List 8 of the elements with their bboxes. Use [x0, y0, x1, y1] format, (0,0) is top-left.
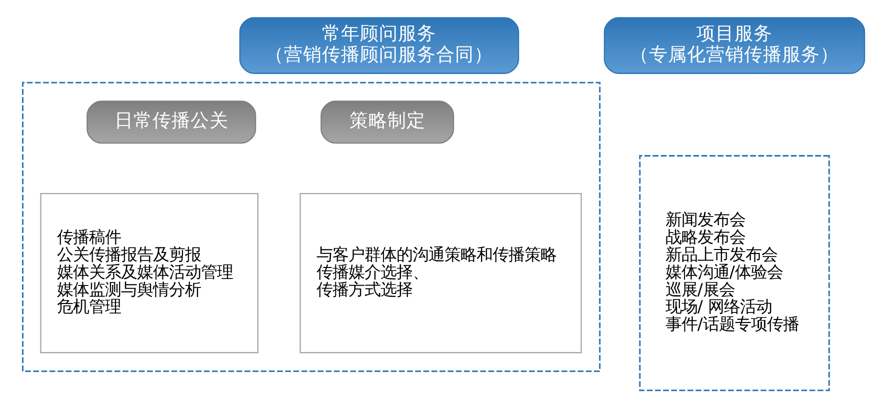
node-box: 日常传播公关 [86, 100, 256, 144]
node-box: 项目服务 （专属化营销传播服务） [604, 16, 866, 74]
node-box: 传播稿件 公关传播报告及剪报 媒体关系及媒体活动管理 媒体监测与舆情分析 危机管理 [40, 192, 258, 353]
node-box: 与客户群体的沟通策略和传播策略 传播媒介选择、 传播方式选择 [300, 192, 582, 353]
node-box: 常年顾问服务 （营销传播顾问服务合同） [239, 16, 520, 74]
cluster [22, 81, 601, 372]
node-box: 新闻发布会 战略发布会 新品上市发布会 媒体沟通/体验会 巡展/展会 现场/ 网络活动 事件/话题专项传播 [639, 154, 830, 391]
node-box: 策略制定 [320, 100, 454, 144]
